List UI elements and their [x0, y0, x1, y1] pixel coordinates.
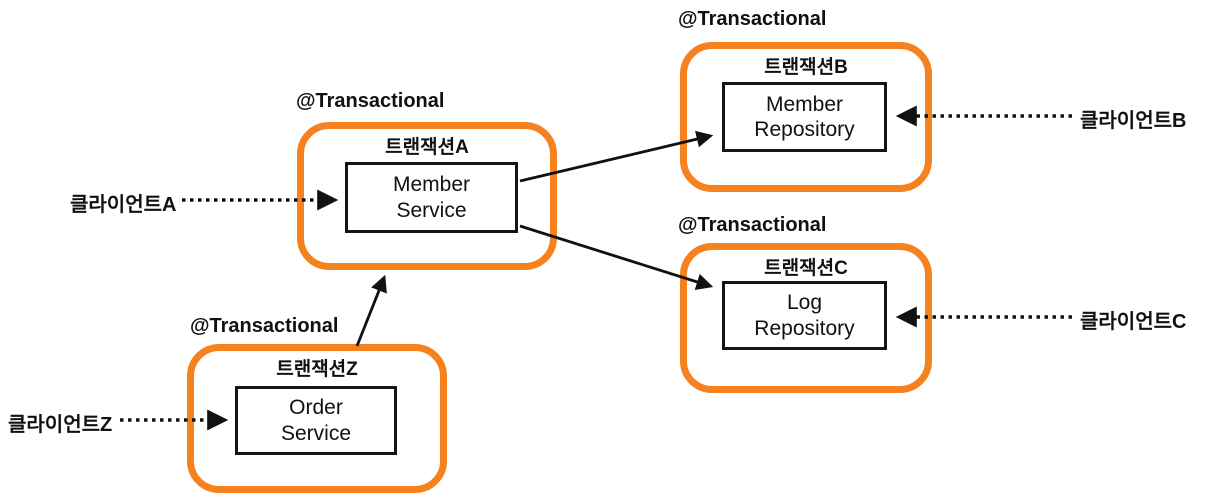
transaction-z-title: 트랜잭션Z [276, 359, 358, 380]
transactional-annotation-a: @Transactional [296, 90, 445, 112]
transaction-a-boundary [297, 122, 557, 270]
transactional-annotation-c: @Transactional [678, 214, 827, 236]
client-b-label: 클라이언트B [1080, 110, 1187, 132]
transaction-a-title: 트랜잭션A [385, 137, 469, 158]
transaction-c-title: 트랜잭션C [764, 258, 848, 279]
log-repository-box: Log Repository [722, 281, 887, 350]
transaction-b-title: 트랜잭션B [764, 57, 848, 78]
client-c-label: 클라이언트C [1080, 311, 1187, 333]
transactional-annotation-z: @Transactional [190, 315, 339, 337]
member-repository-box: Member Repository [722, 82, 887, 152]
member-service-box: Member Service [345, 162, 518, 233]
order-service-box: Order Service [235, 386, 397, 455]
client-z-label: 클라이언트Z [8, 414, 113, 436]
arrow-order-service-to-transaction-a [355, 274, 387, 347]
transactional-annotation-b: @Transactional [678, 8, 827, 30]
client-a-label: 클라이언트A [70, 194, 177, 216]
